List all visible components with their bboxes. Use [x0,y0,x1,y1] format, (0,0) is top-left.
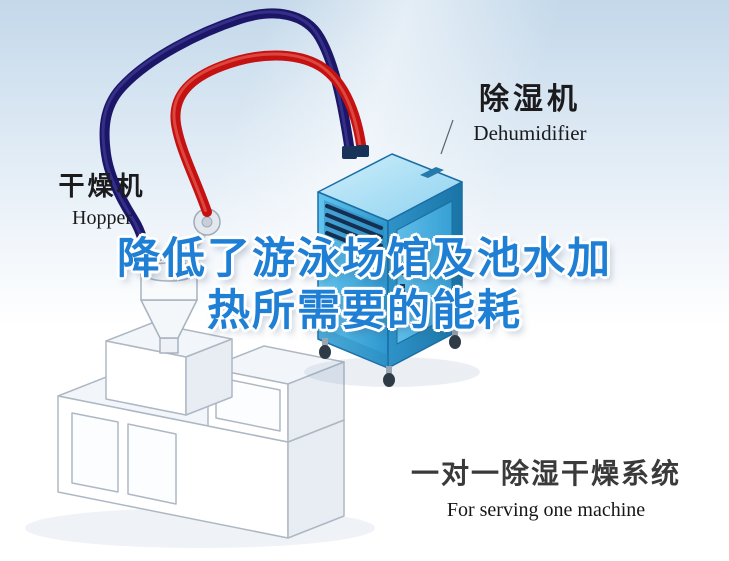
vent-slats [325,204,383,257]
front-base-strip [318,326,388,368]
hopper-dome-rim [140,262,198,282]
return-air-hose-highlight [101,10,350,266]
pipe-connectors [342,145,369,159]
hopper-funnel-illustration [140,258,198,354]
caption: 一对一除湿干燥系统 For serving one machine [396,452,696,522]
hoses [99,8,367,271]
top-handle [420,167,444,178]
headline-line-2: 热所需要的能耗 [207,287,522,335]
dehumidifier-illustration [304,153,480,387]
dehumidifier-label-cn: 除湿机 [479,83,581,116]
label-pointer-line [440,119,454,155]
blower-tube [172,229,207,268]
door-latch [400,262,405,275]
hopper-neck [159,337,179,354]
hopper-label-cn: 干燥机 [58,171,146,201]
tower-right-face [185,338,233,416]
caption-cn: 一对一除湿干燥系统 [410,458,681,489]
supply-air-hose-highlight [172,52,362,212]
caption-en: For serving one machine [446,499,646,521]
door-latch [400,284,405,297]
headline: 降低了游泳场馆及池水加 热所需要的能耗 [0,233,729,337]
cabinet-right-face [287,361,345,443]
vent-panel [324,200,384,260]
caster-wheels [319,328,461,387]
blower-hub [201,216,213,228]
dehumidifier-label: 除湿机 Dehumidifier [452,74,608,146]
headline-line-1: 降低了游泳场馆及池水加 [117,235,612,283]
machine-door-panel [127,423,177,505]
dehumidifier-label-en: Dehumidifier [473,121,587,145]
blower-illustration [172,208,221,268]
hopper-label: 干燥机 Hopper [44,166,160,230]
machine-door-panel [71,412,119,493]
side-door-panel [396,200,453,345]
hopper-label-en: Hopper [72,207,132,229]
